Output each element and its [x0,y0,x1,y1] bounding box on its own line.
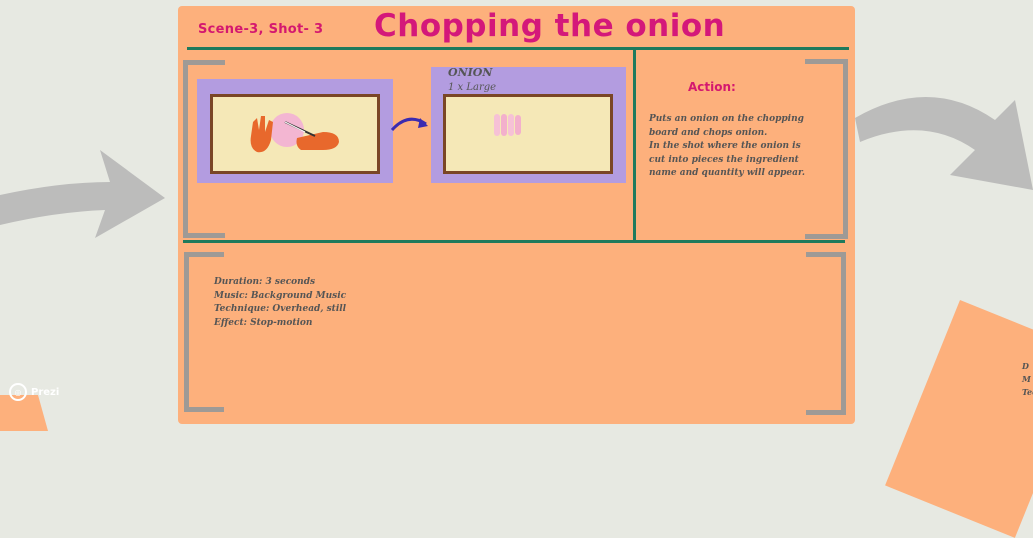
prev-card-peek [0,395,48,431]
action-description: Puts an onion on the chopping board and … [649,114,806,178]
action-heading: Action: [688,80,736,94]
peek-line-1: D [1022,361,1029,371]
peek-line-2: M [1022,374,1031,384]
bracket-top-left [183,60,225,238]
shot-frame-after [443,94,613,174]
music-text: Music: Background Music [214,290,347,301]
bracket-bottom-left [184,252,224,412]
bracket-top-right [805,59,848,239]
bracket-bottom-right [806,252,846,415]
ingredient-quantity: 1 x Large [448,82,497,93]
top-divider [187,47,849,50]
middle-divider [183,240,845,243]
peek-line-3: Tec [1022,387,1033,397]
vertical-divider [633,49,636,242]
scene-label: Scene-3, Shot- 3 [198,22,324,37]
effect-text: Effect: Stop-motion [214,317,313,328]
transition-arrow-icon [390,117,428,132]
technique-text: Technique: Overhead, still [214,304,347,314]
ingredient-name: ONION [448,66,493,79]
next-card-peek-text: D M Tec [1022,360,1033,399]
next-card-peek[interactable] [885,300,1033,538]
prezi-logo-icon: ◎ [9,383,27,401]
storyboard-card[interactable]: Scene-3, Shot- 3 Chopping the onion [178,6,855,424]
prezi-watermark[interactable]: ◎ Prezi [9,383,59,401]
chopped-onion-icon [494,114,521,136]
background-arrow-right-icon [855,96,1033,190]
background-arrow-left-icon [0,150,165,238]
duration-text: Duration: 3 seconds [214,277,316,287]
hands-with-knife-icon [250,113,339,153]
page-title: Chopping the onion [374,8,726,44]
prezi-label: Prezi [31,386,60,398]
shot-details: Duration: 3 seconds Music: Background Mu… [214,276,346,330]
